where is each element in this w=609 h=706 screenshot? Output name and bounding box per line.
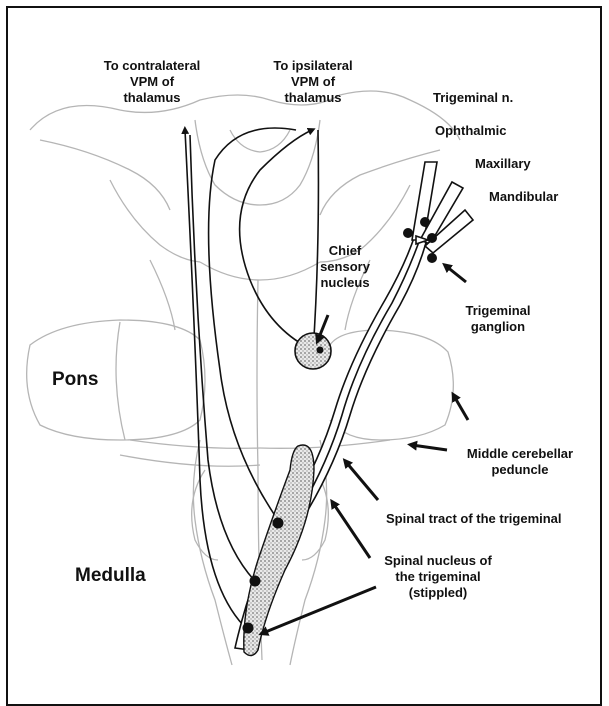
label-trigeminal-ganglion: Trigeminal ganglion <box>448 303 548 335</box>
label-medulla: Medulla <box>75 565 146 587</box>
label-pons: Pons <box>52 369 98 391</box>
label-mandibular: Mandibular <box>489 189 558 205</box>
label-contralateral: To contralateral VPM of thalamus <box>62 58 242 106</box>
label-chief-sensory-nucleus: Chief sensory nucleus <box>305 243 385 291</box>
label-middle-cerebellar-peduncle: Middle cerebellar peduncle <box>455 446 585 478</box>
trigeminal-branches <box>412 162 473 253</box>
label-ipsilateral: To ipsilateral VPM of thalamus <box>238 58 388 106</box>
label-spinal-tract: Spinal tract of the trigeminal <box>386 511 562 527</box>
label-maxillary: Maxillary <box>475 156 531 172</box>
label-ophthalmic: Ophthalmic <box>435 123 507 139</box>
chief-sensory-nucleus <box>295 333 331 369</box>
spinal-nucleus-stippled <box>244 445 314 656</box>
label-trigeminal-n: Trigeminal n. <box>433 90 513 106</box>
label-spinal-nucleus: Spinal nucleus of the trigeminal (stippl… <box>378 553 498 601</box>
